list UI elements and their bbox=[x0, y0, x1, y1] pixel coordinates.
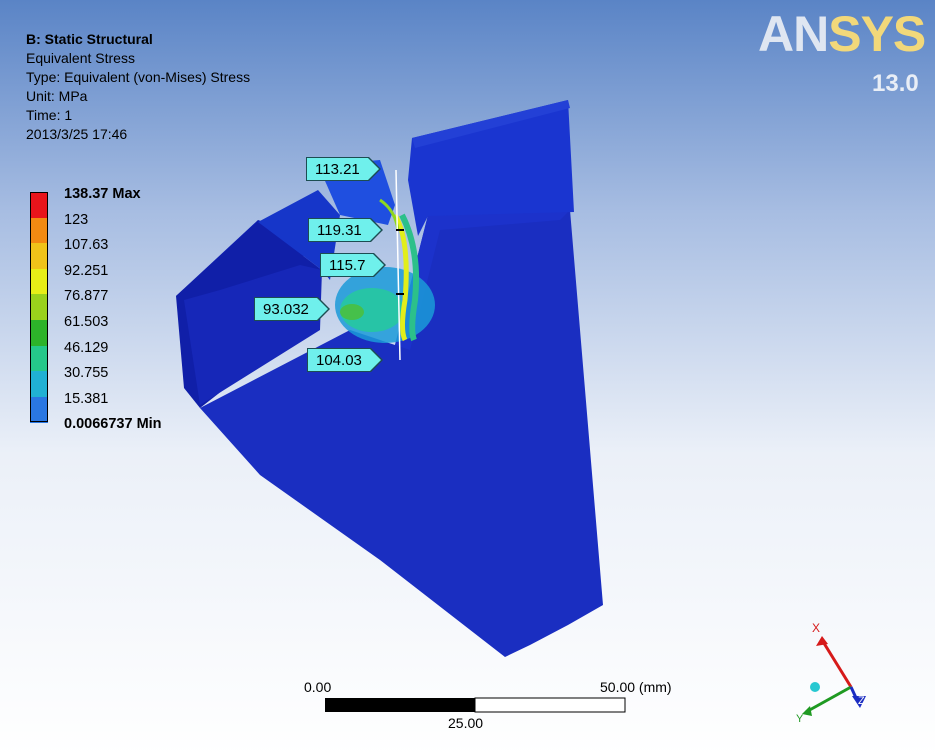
upper-right-top bbox=[412, 100, 570, 148]
probe-label[interactable]: 115.7 bbox=[320, 253, 387, 277]
groove-wall-left bbox=[258, 190, 340, 280]
legend-label: 46.129 bbox=[64, 339, 109, 356]
result-unit: Unit: MPa bbox=[26, 88, 88, 104]
legend-bar-outline bbox=[30, 192, 48, 422]
scale-left-label: 0.00 bbox=[304, 679, 332, 695]
legend-label: 138.37 Max bbox=[64, 186, 141, 202]
legend-label: 123 bbox=[64, 211, 89, 228]
legend-swatch bbox=[30, 243, 48, 270]
legend-swatch bbox=[30, 371, 48, 398]
ansys-logo: ANSYS bbox=[758, 6, 926, 62]
legend-label: 0.0066737 Min bbox=[64, 416, 162, 433]
scale-right-label: 50.00 (mm) bbox=[600, 679, 672, 695]
result-info: B: Static Structural Equivalent Stress T… bbox=[26, 30, 250, 144]
result-name: Equivalent Stress bbox=[26, 50, 135, 66]
probe-label[interactable]: 119.31 bbox=[308, 218, 383, 242]
legend-label: 15.381 bbox=[64, 390, 109, 407]
probe-label[interactable]: 104.03 bbox=[307, 348, 383, 372]
legend-label: 76.877 bbox=[64, 288, 109, 305]
legend-label: 107.63 bbox=[64, 237, 109, 254]
result-time: Time: 1 bbox=[26, 107, 73, 123]
legend-swatch bbox=[30, 396, 48, 423]
stress-band-outer bbox=[399, 213, 420, 342]
analysis-title: B: Static Structural bbox=[26, 31, 153, 47]
legend-swatch bbox=[30, 294, 48, 321]
wedge-front-face bbox=[200, 210, 603, 657]
legend-label: 61.503 bbox=[64, 313, 109, 330]
legend-swatch bbox=[30, 319, 48, 346]
probe-label[interactable]: 93.032 bbox=[254, 297, 330, 321]
legend-swatch bbox=[30, 345, 48, 372]
version-label: 13.0 bbox=[872, 70, 919, 97]
stress-region-mid bbox=[340, 288, 404, 332]
legend-swatch bbox=[30, 217, 48, 244]
legend-label: 30.755 bbox=[64, 365, 109, 382]
probe-leader bbox=[395, 169, 401, 361]
result-type: Type: Equivalent (von-Mises) Stress bbox=[26, 69, 251, 85]
legend-swatch bbox=[30, 268, 48, 295]
legend-label: 92.251 bbox=[64, 262, 109, 279]
logo-accent: SYS bbox=[828, 6, 926, 62]
stress-region-inner bbox=[340, 304, 364, 320]
scale-mid-label: 25.00 bbox=[448, 715, 484, 731]
logo-main: AN bbox=[758, 6, 829, 62]
legend-swatch bbox=[30, 192, 48, 218]
result-timestamp: 2013/3/25 17:46 bbox=[26, 126, 128, 142]
probe-label[interactable]: 113.21 bbox=[306, 157, 381, 181]
